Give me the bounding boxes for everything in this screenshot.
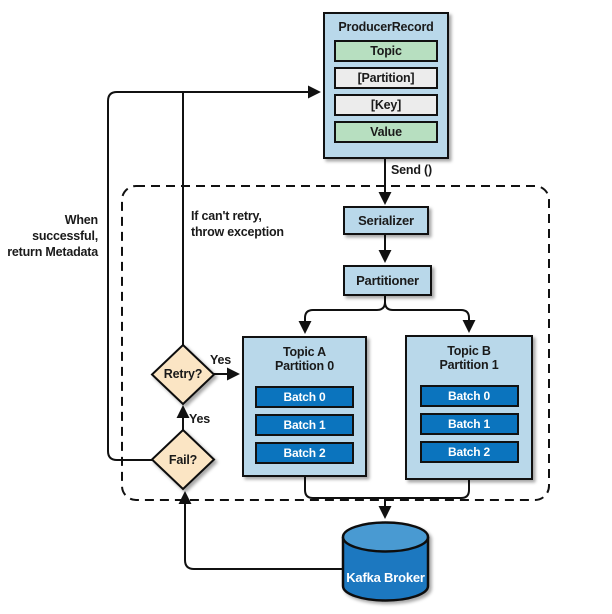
batch-list: Batch 0 Batch 1 Batch 2 <box>244 386 365 470</box>
partitioner-label: Partitioner <box>356 273 419 288</box>
queue-title-line2: Partition 0 <box>275 359 334 373</box>
batch-row: Batch 2 <box>255 442 354 464</box>
success-annotation: When successful, return Metadata <box>0 212 98 260</box>
arrow-return-metadata <box>107 85 321 461</box>
fail-diamond-label: Fail? <box>168 453 198 467</box>
batch-row: Batch 2 <box>419 441 519 463</box>
queue-title-line1: Topic A <box>282 345 327 359</box>
batch-row: Batch 0 <box>255 386 354 408</box>
line-topic-a-down <box>304 477 385 499</box>
field-partition: [Partition] <box>334 67 438 89</box>
cant-retry-annotation-line1: If can't retry, <box>191 209 262 223</box>
retry-diamond <box>150 343 216 406</box>
field-value: Value <box>334 121 438 143</box>
arrow-partitioner-to-topic-b <box>384 295 476 333</box>
queue-title-line1: Topic B <box>447 344 491 358</box>
dashed-boundary <box>121 185 550 501</box>
partitioner-box: Partitioner <box>343 265 432 296</box>
kafka-broker-label: Kafka Broker <box>346 570 425 585</box>
cant-retry-annotation: If can't retry, throw exception <box>191 208 284 240</box>
field-topic: Topic <box>334 40 438 62</box>
producer-record-title: ProducerRecord <box>338 20 434 34</box>
serializer-label: Serializer <box>358 213 414 228</box>
fail-diamond <box>150 428 216 491</box>
queue-title-line2: Partition 1 <box>439 358 499 372</box>
batch-row: Batch 1 <box>419 413 519 435</box>
cant-retry-annotation-line2: throw exception <box>191 225 284 239</box>
success-annotation-line1: When successful, <box>32 213 98 243</box>
field-key: [Key] <box>334 94 438 116</box>
arrow-partitioner-to-topic-a <box>298 295 386 334</box>
retry-diamond-label: Retry? <box>163 367 203 381</box>
batch-row: Batch 1 <box>255 414 354 436</box>
topic-a-partition-0-box: Topic A Partition 0 Batch 0 Batch 1 Batc… <box>242 336 367 477</box>
arrow-broker-to-fail <box>178 491 343 570</box>
success-annotation-line2: return Metadata <box>7 245 98 259</box>
line-topic-b-down <box>385 480 470 499</box>
topic-b-partition-1-box: Topic B Partition 1 Batch 0 Batch 1 Batc… <box>405 335 533 480</box>
send-label: Send () <box>391 163 432 177</box>
batch-list: Batch 0 Batch 1 Batch 2 <box>407 385 531 469</box>
queue-title: Topic B Partition 1 <box>407 337 531 372</box>
producer-record-box: ProducerRecord Topic [Partition] [Key] V… <box>323 12 449 159</box>
fail-yes-label: Yes <box>189 412 210 426</box>
retry-yes-label: Yes <box>210 353 231 367</box>
batch-row: Batch 0 <box>419 385 519 407</box>
kafka-broker-cylinder <box>341 521 430 602</box>
serializer-box: Serializer <box>343 206 429 235</box>
queue-title: Topic A Partition 0 <box>244 338 365 373</box>
